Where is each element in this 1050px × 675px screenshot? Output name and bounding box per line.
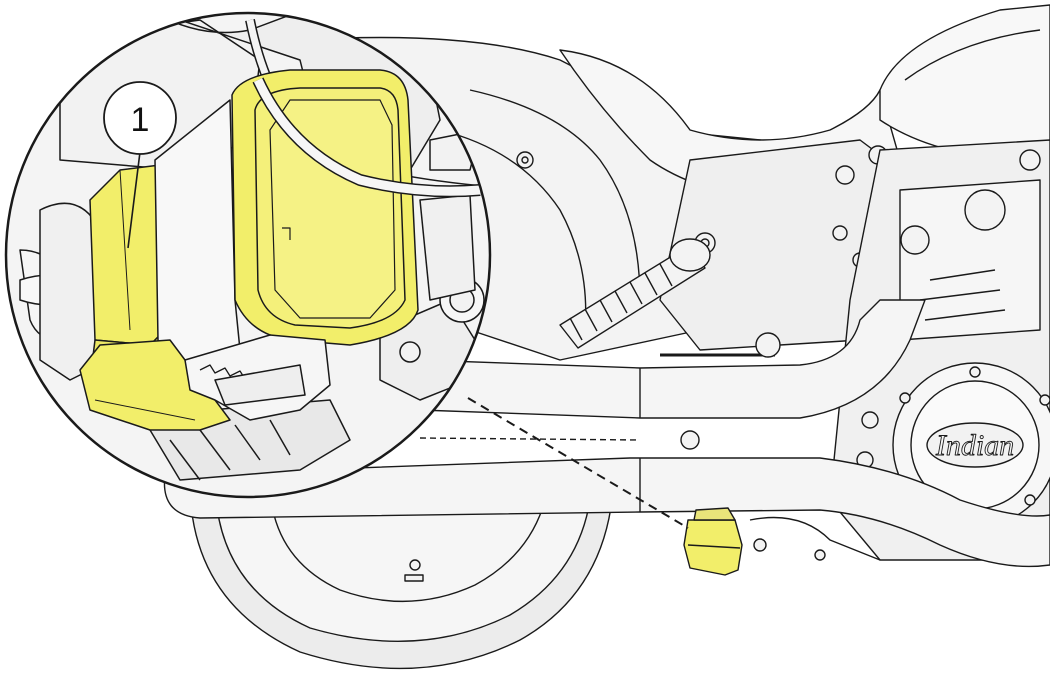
engine: Indian: [829, 139, 1050, 561]
engine-badge-label: Indian: [935, 429, 1014, 462]
exhaust-pipe-upper: [419, 299, 926, 419]
highlighted-module-cover: [231, 69, 419, 346]
callout-1-leader: [127, 151, 141, 249]
callout-1-balloon: [103, 81, 177, 155]
rear-shock: [559, 238, 711, 349]
highlighted-module-small: [683, 507, 743, 576]
callout-1-number: 1: [131, 101, 150, 139]
exhaust-muffler: [163, 457, 1050, 568]
leader-line: [467, 397, 689, 529]
callout-1: 1: [103, 81, 177, 249]
fuel-tank: [879, 4, 1050, 151]
rear-wheel: [189, 469, 613, 670]
